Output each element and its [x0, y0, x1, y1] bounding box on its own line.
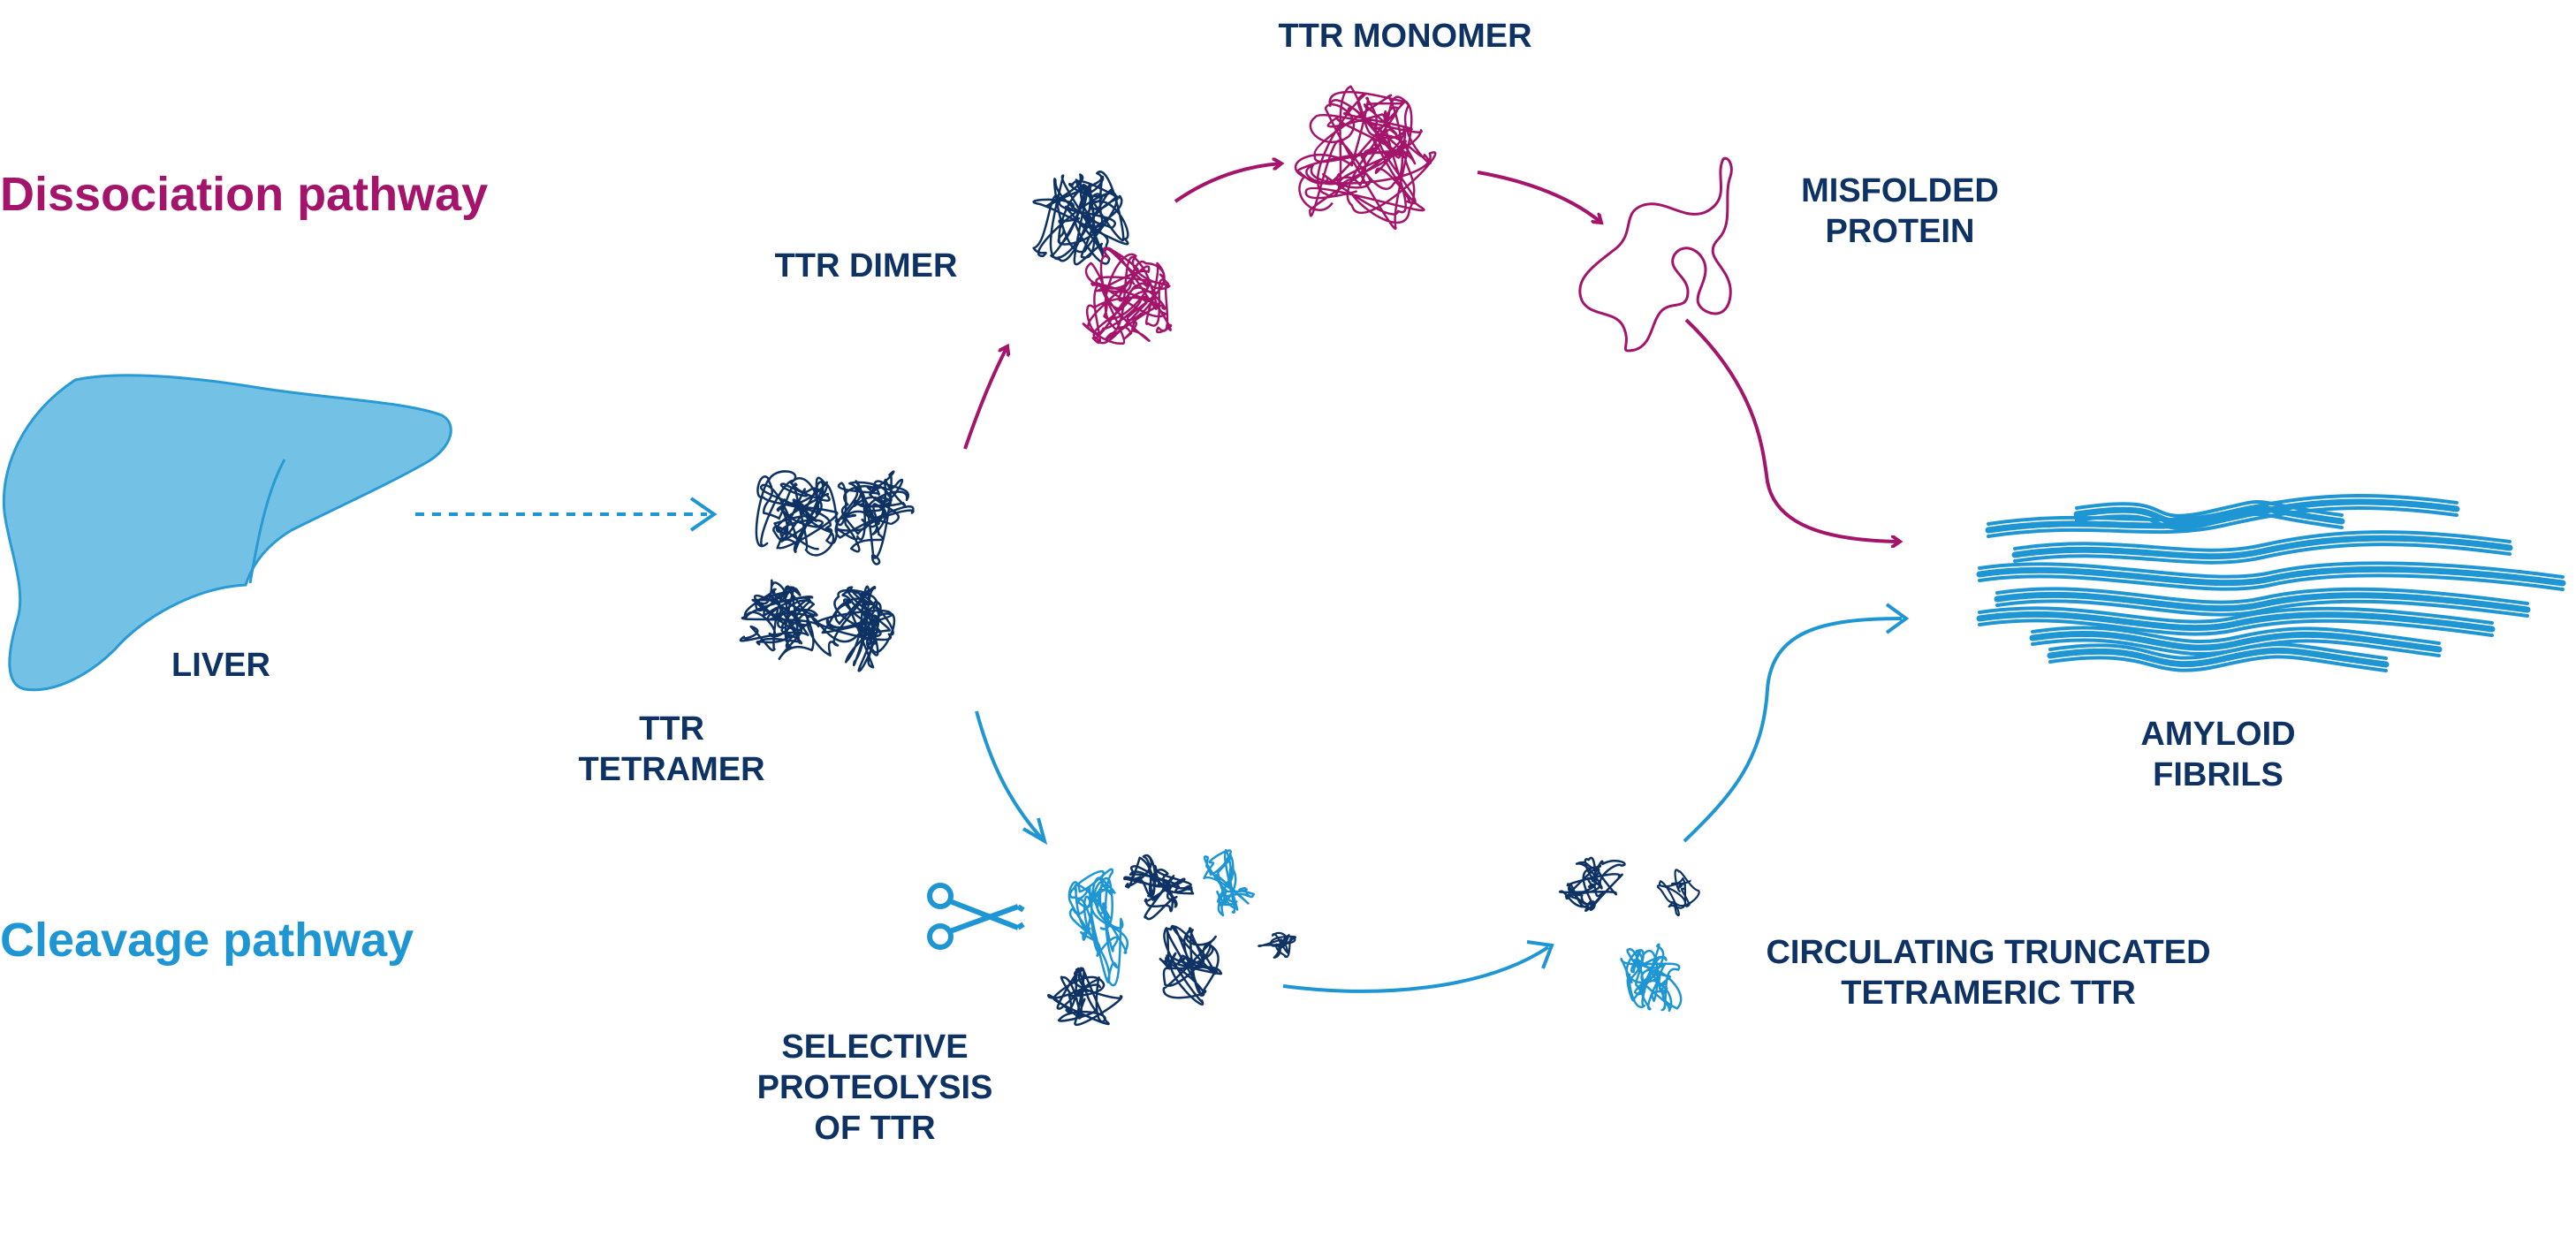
monomer-to-misfolded-arrow: [1477, 171, 1601, 223]
ttr-dimer-icon: [1032, 171, 1173, 345]
fibril-strand: [1994, 591, 2531, 613]
protein-coil: [1620, 943, 1683, 1013]
misfolded-protein-label-line: PROTEIN: [1825, 213, 1975, 250]
tetramer-to-proteolysis-arrow: [975, 710, 1043, 839]
protein-coil: [740, 579, 820, 660]
ttr-tetramer-label-line: TETRAMER: [578, 751, 765, 788]
protein-coil: [834, 470, 915, 565]
misfolded-protein-label-line: MISFOLDED: [1801, 172, 1999, 209]
fibril-strand: [2013, 530, 2511, 552]
misfolded-protein-icon: [1578, 156, 1733, 353]
fibril-strand: [2047, 647, 2390, 668]
truncated-tetramer-icon: [1558, 856, 1700, 1013]
amyloid-fibrils-label-line: AMYLOID: [2140, 716, 2296, 753]
tetramer-to-dimer-arrow: [963, 346, 1007, 450]
fibril-strand: [2075, 499, 2344, 518]
fibril-strand: [2048, 642, 2388, 660]
fibril-strand: [1987, 505, 2458, 538]
protein-coil: [755, 470, 839, 557]
ttr-monomer-icon: [1294, 85, 1437, 230]
fibril-strand: [1976, 565, 2566, 587]
fibril-strand: [2075, 512, 2344, 530]
fibril-strand: [1978, 618, 2494, 637]
liver-to-tetramer-arrow: [415, 497, 718, 532]
dissociation-pathway-title: Dissociation pathway: [0, 168, 489, 221]
liver-icon: [2, 374, 452, 692]
selective-proteolysis-label-line: OF TTR: [814, 1110, 936, 1147]
fibril-strand: [2011, 535, 2513, 560]
ttr-tetramer-label: TTR TETRAMER: [548, 709, 795, 790]
selective-proteolysis-label-line: PROTEOLYSIS: [756, 1069, 993, 1106]
fibril-strand: [1995, 587, 2529, 605]
dissociation-arrows: [963, 163, 1900, 542]
ttr-tetramer-icon: [740, 470, 915, 672]
scissors-icon: [927, 883, 1025, 950]
proteolysis-to-truncated-arrow: [1282, 945, 1550, 993]
ttr-dimer-label: TTR DIMER: [774, 247, 958, 285]
liver-label: LIVER: [171, 647, 270, 684]
amyloid-fibrils-label: AMYLOID FIBRILS: [2094, 714, 2342, 795]
fibril-strand: [1978, 561, 2565, 579]
ttr-monomer-label: TTR MONOMER: [1278, 18, 1532, 55]
protein-coil: [1258, 931, 1297, 959]
protein-coil: [1082, 247, 1173, 345]
cleavage-arrows: [975, 603, 1910, 993]
dimer-to-monomer-arrow: [1174, 163, 1281, 203]
truncated-to-fibrils-arrow: [1683, 617, 1903, 843]
protein-coil: [1657, 869, 1700, 917]
protein-coil: [1203, 849, 1255, 917]
protein-coil: [1123, 854, 1195, 921]
protein-coil: [1032, 171, 1129, 266]
protein-coil: [1294, 85, 1437, 230]
ttr-tetramer-label-line: TTR: [639, 710, 704, 748]
selective-proteolysis-label-line: SELECTIVE: [781, 1028, 969, 1066]
fibril-strand: [2029, 630, 2443, 653]
protein-coil: [1558, 856, 1626, 912]
proteolysis-fragments-icon: [1047, 849, 1297, 1026]
fibril-strand: [2013, 543, 2511, 565]
amyloid-fibrils-label-line: FIBRILS: [2153, 756, 2283, 793]
misfolded-protein-label: MISFOLDED PROTEIN: [1776, 171, 2024, 252]
fibril-strand: [1978, 606, 2494, 625]
fibril-strand: [2073, 505, 2345, 526]
circulating-truncated-label-line: TETRAMERIC TTR: [1841, 975, 2136, 1012]
fibril-strand: [1976, 611, 2496, 633]
protein-coil: [1047, 967, 1123, 1026]
fibril-strand: [2031, 626, 2441, 645]
fibril-strand: [1995, 599, 2529, 618]
protein-coil: [806, 585, 896, 672]
misfolded-to-fibrils-arrow: [1684, 318, 1900, 542]
amyloid-fibrils-icon: [1976, 493, 2566, 672]
protein-coil: [1159, 925, 1223, 1006]
cleavage-pathway-title: Cleavage pathway: [0, 914, 414, 967]
circulating-truncated-label-line: CIRCULATING TRUNCATED: [1766, 934, 2211, 971]
fibril-strand: [2048, 655, 2388, 672]
circulating-truncated-label: CIRCULATING TRUNCATED TETRAMERIC TTR: [1741, 932, 2236, 1013]
protein-coil: [1068, 868, 1128, 987]
fibril-strand: [1978, 573, 2565, 591]
selective-proteolysis-label: SELECTIVE PROTEOLYSIS OF TTR: [725, 1027, 1025, 1149]
